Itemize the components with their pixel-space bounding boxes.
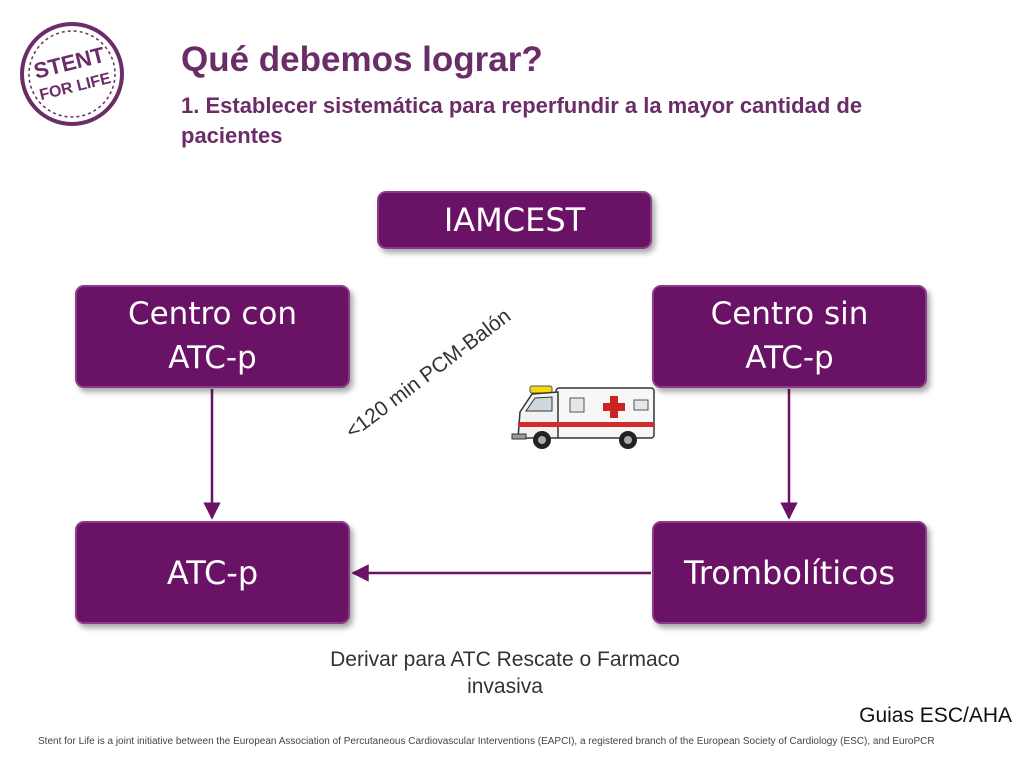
- node-centro-con-line1: Centro con: [127, 296, 298, 333]
- node-atcp-label: ATC-p: [166, 553, 259, 592]
- node-atcp: ATC-p: [75, 521, 350, 624]
- stent-for-life-logo: STENT FOR LIFE: [20, 22, 124, 126]
- node-centro-sin-line2: ATC-p: [745, 339, 834, 376]
- slide-title: Qué debemos lograr?: [181, 40, 543, 79]
- source-citation: Guias ESC/AHA: [859, 704, 1012, 727]
- ambulance-icon: [511, 385, 655, 449]
- node-iamcest-label: IAMCEST: [443, 201, 586, 239]
- node-centro-con-line2: ATC-p: [168, 339, 257, 376]
- node-iamcest: IAMCEST: [377, 191, 652, 249]
- node-centro-sin-line1: Centro sin: [710, 296, 869, 333]
- footer-disclaimer: Stent for Life is a joint initiative bet…: [38, 736, 935, 747]
- rescue-note: Derivar para ATC Rescate o Farmaco invas…: [330, 648, 680, 699]
- node-tromboliticos-label: Trombolíticos: [684, 553, 895, 592]
- node-centro-sin-atcp: Centro sin ATC-p: [652, 285, 927, 388]
- node-tromboliticos: Trombolíticos: [652, 521, 927, 624]
- transfer-time-label: <120 min PCM-Balón: [341, 304, 516, 444]
- node-centro-con-atcp: Centro con ATC-p: [75, 285, 350, 388]
- slide-subtitle: 1. Establecer sistemática para reperfund…: [181, 93, 863, 148]
